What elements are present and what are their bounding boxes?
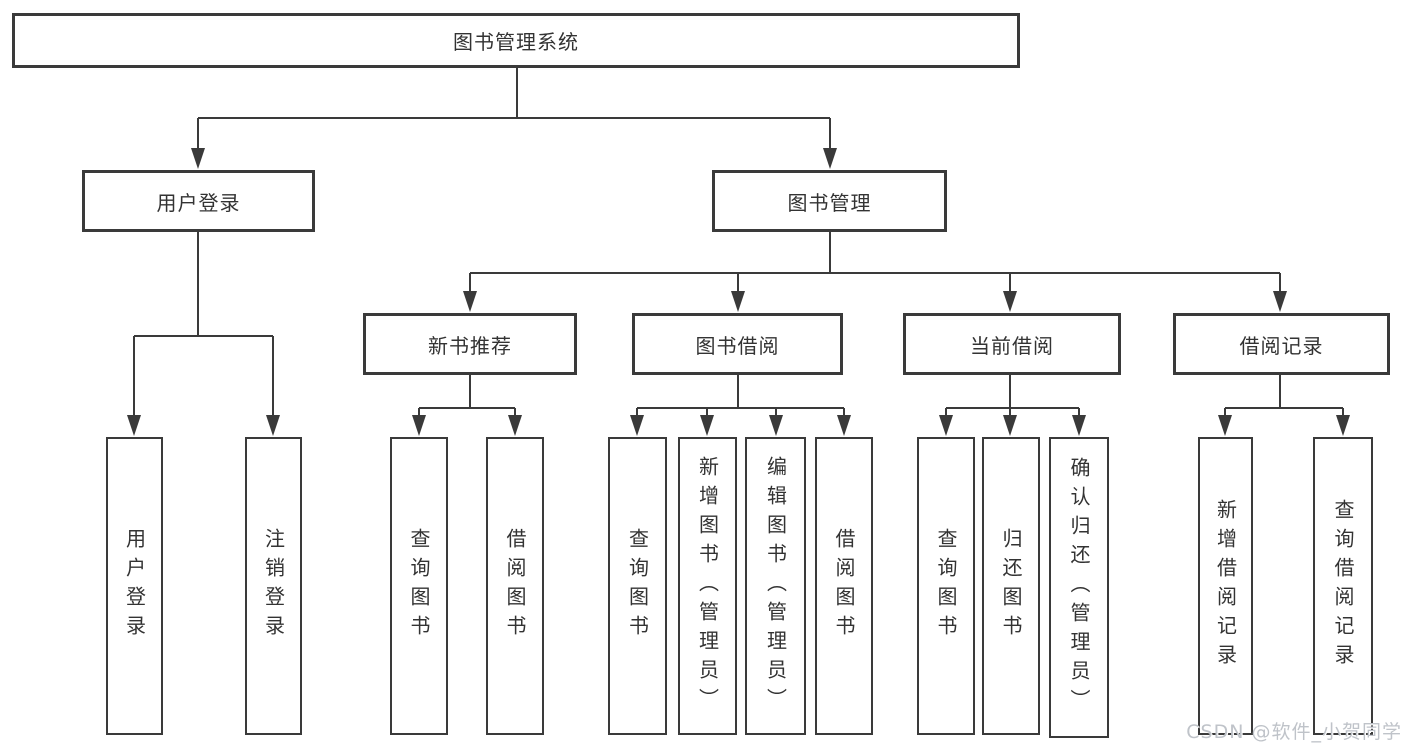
node-label: 确认归还（管理员） — [1067, 457, 1091, 718]
arrowheads-new-book-rec-children — [412, 415, 522, 436]
node-label: 当前借阅 — [970, 333, 1054, 358]
node-label: 图书管理系统 — [453, 30, 579, 54]
node-label: 图书管理 — [787, 190, 872, 215]
node-add-book-admin: 新增图书（管理员） — [678, 437, 737, 735]
node-book-borrowing: 图书借阅 — [632, 313, 843, 375]
node-label: 借阅图书 — [832, 528, 856, 644]
node-label: 用户登录 — [156, 190, 241, 215]
node-borrowing-records: 借阅记录 — [1173, 313, 1390, 375]
node-label: 注销登录 — [261, 528, 286, 644]
node-library-management-system: 图书管理系统 — [12, 13, 1020, 68]
node-query-borrow-record: 查询借阅记录 — [1313, 437, 1373, 735]
node-label: 查询图书 — [934, 528, 958, 644]
node-add-borrow-record: 新增借阅记录 — [1198, 437, 1253, 735]
arrowheads-borrow-records-children — [1218, 415, 1350, 436]
node-user-login-leaf: 用户登录 — [106, 437, 163, 735]
node-edit-book-admin: 编辑图书（管理员） — [745, 437, 806, 735]
node-label: 新增图书（管理员） — [695, 455, 720, 717]
node-label: 图书借阅 — [695, 333, 780, 358]
csdn-watermark: CSDN @软件_小贺同学 — [1186, 721, 1402, 743]
node-confirm-return-admin: 确认归还（管理员） — [1049, 437, 1109, 738]
node-label: 借阅图书 — [503, 528, 527, 644]
node-query-book-under-recommendation: 查询图书 — [390, 437, 448, 735]
node-current-borrowing: 当前借阅 — [903, 313, 1121, 375]
node-label: 借阅记录 — [1239, 333, 1324, 358]
connector-book-mgmt-children — [469, 232, 1281, 294]
node-new-book-recommendation: 新书推荐 — [363, 313, 577, 375]
node-label: 归还图书 — [999, 528, 1023, 644]
node-borrow-book-under-borrowing: 借阅图书 — [815, 437, 873, 735]
node-book-management: 图书管理 — [712, 170, 947, 232]
node-query-book-under-current: 查询图书 — [917, 437, 975, 735]
connector-root-to-level2 — [197, 68, 831, 150]
node-return-book: 归还图书 — [982, 437, 1040, 735]
arrowheads-book-borrow-children — [630, 415, 851, 436]
connector-new-book-rec-children — [418, 375, 516, 418]
node-label: 编辑图书（管理员） — [763, 455, 788, 717]
arrowheads-current-borrow-children — [939, 415, 1086, 436]
node-borrow-book-under-recommendation: 借阅图书 — [486, 437, 544, 735]
node-label: 新书推荐 — [428, 333, 512, 358]
node-label: 查询图书 — [407, 528, 431, 644]
node-label: 用户登录 — [122, 528, 147, 644]
connector-user-login-children — [133, 232, 274, 418]
connector-borrow-records-children — [1224, 375, 1344, 418]
arrowheads-user-login-children — [127, 415, 280, 436]
arrowheads-level3 — [463, 291, 1287, 312]
node-query-book-under-borrowing: 查询图书 — [608, 437, 667, 735]
node-label: 查询图书 — [625, 528, 650, 644]
node-label: 查询借阅记录 — [1331, 499, 1355, 673]
arrowheads-level2 — [191, 148, 837, 169]
node-logout: 注销登录 — [245, 437, 302, 735]
node-user-login: 用户登录 — [82, 170, 315, 232]
connector-book-borrow-children — [636, 375, 845, 418]
connector-current-borrow-children — [945, 375, 1080, 418]
node-label: 新增借阅记录 — [1213, 499, 1238, 673]
